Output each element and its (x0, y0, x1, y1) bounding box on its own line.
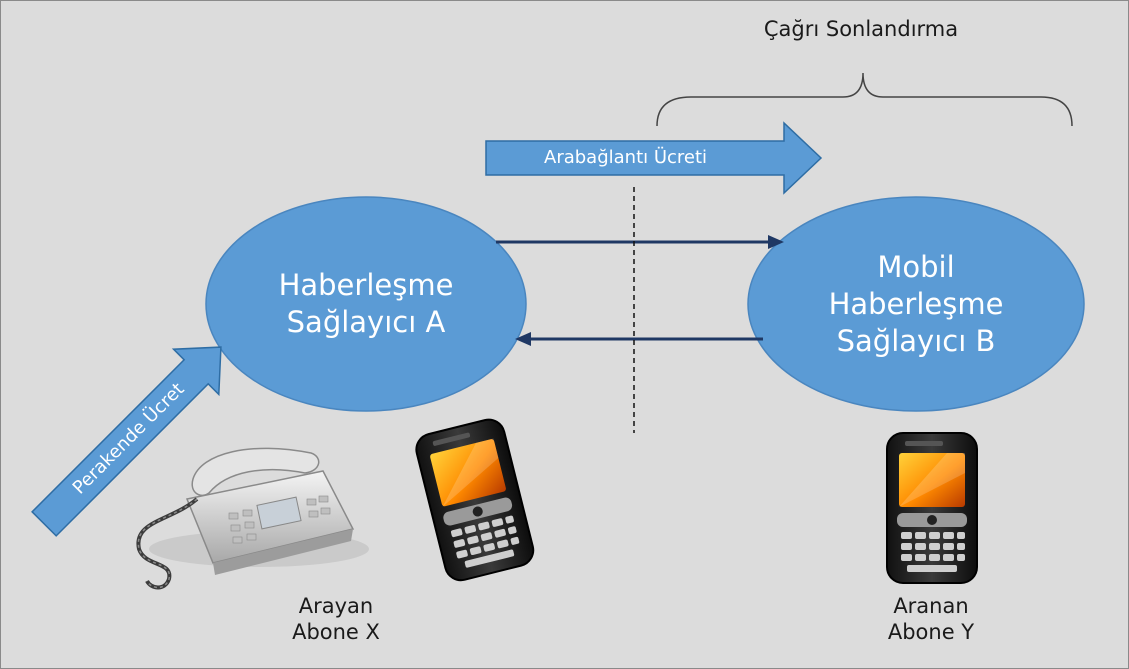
retail-fee-arrow (31, 346, 222, 537)
mobile-phone-icon-caller (412, 415, 538, 585)
callee-subscriber-label: Aranan Abone Y (846, 593, 1016, 645)
provider-b-line1: Mobil (877, 249, 955, 284)
provider-a-node (205, 196, 527, 412)
callee-line1: Aranan (893, 594, 969, 618)
provider-a-line2: Sağlayıcı A (286, 305, 446, 339)
termination-brace (656, 72, 1073, 127)
mobile-phone-icon-callee (886, 432, 978, 584)
provider-b-line2: Haberleşme (828, 286, 1004, 321)
provider-b-label: Mobil Haberleşme Sağlayıcı B (771, 239, 1061, 369)
caller-line2: Abone X (292, 620, 380, 644)
termination-label: Çağrı Sonlandırma (763, 17, 959, 41)
caller-subscriber-label: Arayan Abone X (251, 593, 421, 645)
provider-b-line3: Sağlayıcı B (836, 323, 996, 358)
desk-phone-icon (136, 447, 369, 590)
interconnect-fee-arrow (485, 121, 823, 195)
provider-b-node (747, 196, 1085, 412)
interconnect-fee-label: Arabağlantı Ücreti (544, 147, 708, 168)
connector-a-to-b-head (768, 235, 784, 249)
connector-b-to-a-head (515, 332, 531, 346)
provider-a-label: Haberleşme Sağlayıcı A (226, 254, 506, 354)
provider-a-line1: Haberleşme (278, 268, 454, 302)
callee-line2: Abone Y (887, 620, 975, 644)
caller-line1: Arayan (298, 594, 374, 618)
